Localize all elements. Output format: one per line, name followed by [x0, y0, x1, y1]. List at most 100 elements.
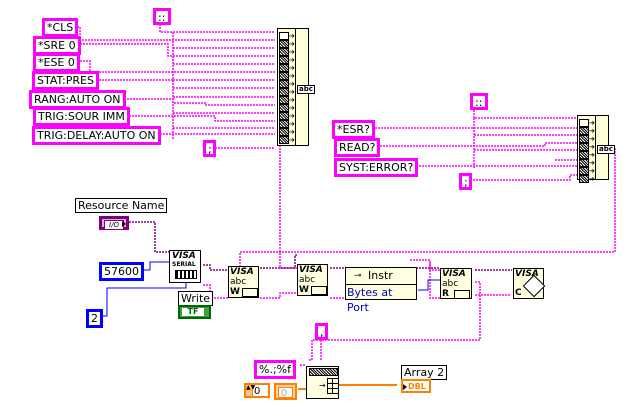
- concat-input-terminal[interactable]: ➔: [579, 158, 595, 168]
- resource-name-control[interactable]: I/O: [99, 216, 129, 230]
- string-const-trig-sour[interactable]: TRIG:SOUR IMM: [33, 107, 130, 126]
- end-const-mid[interactable]: ;: [459, 173, 472, 190]
- serial-subtitle: SERIAL: [172, 261, 196, 268]
- concatenate-strings-top[interactable]: abc ➔➔➔➔➔➔➔➔➔➔➔➔➔➔: [277, 28, 315, 146]
- concat-input-terminal[interactable]: ➔: [279, 103, 295, 113]
- property-node[interactable]: Instr ⊸ Bytes at Port: [345, 267, 417, 314]
- concat-input-terminal[interactable]: ➔: [279, 71, 295, 81]
- string-terminal-icon: [279, 136, 289, 144]
- arrow-icon: ➔: [289, 112, 295, 120]
- concat-input-terminal[interactable]: ➔: [279, 55, 295, 65]
- const-text: 57600: [104, 265, 139, 278]
- arrow-icon: ➔: [289, 32, 295, 40]
- string-const-esr[interactable]: *ESR?: [332, 120, 375, 139]
- concat-input-terminal[interactable]: ➔: [279, 47, 295, 57]
- comma-const[interactable]: ,: [315, 323, 328, 340]
- visa-configure-serial[interactable]: VISA SERIAL: [169, 250, 201, 283]
- concat-input-terminal[interactable]: ➔: [579, 174, 595, 184]
- visa-write-2[interactable]: VISA abc W: [297, 264, 328, 296]
- concat-input-terminal[interactable]: ➔: [579, 134, 595, 144]
- label-text: Resource Name: [78, 199, 165, 212]
- wire-resource: [126, 221, 170, 253]
- wire-baud: [140, 261, 170, 271]
- concat-input-terminal[interactable]: ➔: [279, 95, 295, 105]
- string-terminal-icon: [279, 88, 289, 96]
- property-node-header: Instr ⊸: [346, 268, 416, 285]
- visa-title: VISA: [230, 267, 254, 277]
- const-text: %.;%f: [259, 363, 291, 376]
- concat-input-terminal[interactable]: ➔: [279, 119, 295, 129]
- index-const[interactable]: ▲▼ 0: [244, 383, 270, 398]
- property-bytes-at-port[interactable]: Bytes at Port: [347, 286, 393, 314]
- string-const-cls[interactable]: *CLS: [42, 18, 79, 37]
- separator-const-top[interactable]: ::: [153, 8, 171, 25]
- arrow-icon: ➔: [289, 96, 295, 104]
- divider: [295, 29, 296, 145]
- string-terminal-icon: [579, 119, 589, 127]
- concat-input-terminal[interactable]: ➔: [279, 31, 295, 41]
- end-const-top[interactable]: ;: [203, 140, 216, 157]
- visa-title: VISA: [442, 269, 466, 279]
- string-const-trig-delay[interactable]: TRIG:DELAY:AUTO ON: [32, 126, 161, 145]
- concat-input-terminal[interactable]: ➔: [579, 126, 595, 136]
- concat-input-terminal[interactable]: ➔: [279, 79, 295, 89]
- wire-read-out: [308, 281, 481, 361]
- const-text: *ESE 0: [38, 56, 75, 69]
- read-mode: R: [442, 289, 449, 299]
- arrow-icon: ➔: [289, 120, 295, 128]
- wire-sep-mid: [473, 110, 578, 119]
- arrow-icon: ➔: [589, 127, 595, 135]
- concat-input-terminal[interactable]: ➔: [279, 63, 295, 73]
- string-const-stat[interactable]: STAT:PRES: [32, 71, 99, 90]
- string-const-read[interactable]: READ?: [334, 138, 381, 157]
- string-terminal-icon: [279, 40, 289, 48]
- string-const-syst-error[interactable]: SYST:ERROR?: [334, 158, 419, 177]
- string-terminal-icon: [579, 159, 589, 167]
- visa-write-1[interactable]: VISA abc W: [228, 266, 259, 298]
- concatenate-strings-mid[interactable]: abc ➔➔➔➔➔➔➔➔: [577, 115, 615, 183]
- string-output-icon: abc: [597, 145, 615, 154]
- write-mode: W: [230, 287, 240, 297]
- end-text: ;: [208, 143, 212, 156]
- arrow-icon: ➔: [289, 80, 295, 88]
- concat-input-terminal[interactable]: ➔: [579, 118, 595, 128]
- concat-input-terminal[interactable]: ➔: [279, 87, 295, 97]
- string-terminal-icon: [279, 48, 289, 56]
- reference-icon: ⊸: [354, 271, 362, 281]
- format-string-const[interactable]: %.;%f: [254, 360, 296, 379]
- visa-read[interactable]: VISA abc R: [440, 268, 472, 299]
- const-text: READ?: [339, 141, 376, 154]
- arrow-icon: ➔: [289, 72, 295, 80]
- visa-close[interactable]: VISA C: [513, 268, 546, 299]
- write-label: Write: [178, 291, 214, 306]
- concat-input-terminal[interactable]: ➔: [279, 39, 295, 49]
- concat-input-terminal[interactable]: ➔: [579, 166, 595, 176]
- baud-rate-const[interactable]: 57600: [99, 262, 144, 281]
- spreadsheet-to-array[interactable]: →: [306, 366, 339, 399]
- default-array-const[interactable]: 0: [274, 383, 297, 400]
- const-text: *CLS: [47, 21, 74, 34]
- wire-trig-sour: [120, 115, 275, 122]
- string-terminal-icon: [279, 56, 289, 64]
- const-text: SYST:ERROR?: [339, 161, 414, 174]
- concat-input-terminal[interactable]: ➔: [579, 150, 595, 160]
- concat-input-terminal[interactable]: ➔: [579, 142, 595, 152]
- concat-input-terminal[interactable]: ➔: [279, 135, 295, 145]
- concat-input-terminal[interactable]: ➔: [279, 127, 295, 137]
- arrow-icon: →: [319, 381, 326, 390]
- write-boolean-control[interactable]: TF: [178, 305, 211, 319]
- arrow-icon: ➔: [589, 175, 595, 183]
- arrow-icon: ➔: [589, 167, 595, 175]
- array-indicator[interactable]: DBL: [401, 379, 431, 393]
- separator-const-mid[interactable]: ::: [470, 93, 488, 110]
- string-terminal-icon: [579, 167, 589, 175]
- abc-text: abc: [442, 279, 459, 289]
- arrow-icon: ➔: [589, 143, 595, 151]
- class-text: Instr: [368, 269, 393, 282]
- arrow-icon: ➔: [589, 159, 595, 167]
- string-const-ese[interactable]: *ESE 0: [33, 53, 80, 72]
- buffer-icon: [311, 286, 327, 295]
- const-text: TRIG:DELAY:AUTO ON: [37, 129, 156, 142]
- concat-input-terminal[interactable]: ➔: [279, 111, 295, 121]
- numeric-const[interactable]: 2: [86, 309, 103, 328]
